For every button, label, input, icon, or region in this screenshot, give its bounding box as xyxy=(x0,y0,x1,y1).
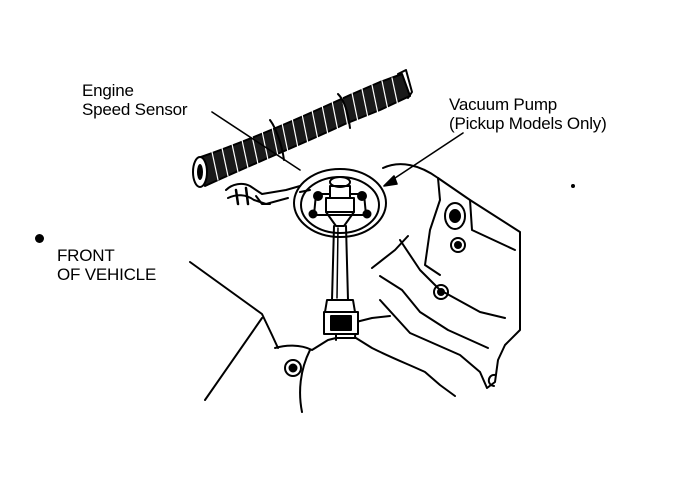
sensor-wiring xyxy=(225,182,301,206)
vacuum-pump-label-line-2: (Pickup Models Only) xyxy=(449,114,607,133)
vacuum-pump-label: Vacuum Pump (Pickup Models Only) xyxy=(449,95,607,133)
front-direction-marker xyxy=(35,234,44,243)
engine-speed-sensor-label-line-2: Speed Sensor xyxy=(82,100,188,119)
front-of-vehicle-label-line-2: OF VEHICLE xyxy=(57,265,157,284)
engine-speed-sensor-leader xyxy=(211,111,301,171)
engine-block-outline xyxy=(371,163,521,389)
vacuum-pump-leader xyxy=(391,132,464,181)
vacuum-pump-label-line-1: Vacuum Pump xyxy=(449,95,558,114)
engine-lower-contour xyxy=(189,261,456,413)
engine-speed-sensor-label: Engine Speed Sensor xyxy=(82,81,188,119)
housing-bolts xyxy=(284,202,466,377)
stray-dot xyxy=(571,184,575,188)
engine-speed-sensor-body xyxy=(192,69,413,188)
front-of-vehicle-label-line-1: FRONT xyxy=(57,246,115,265)
front-of-vehicle-label: FRONT OF VEHICLE xyxy=(57,246,156,284)
pump-shaft xyxy=(323,225,359,335)
leader-lines xyxy=(211,111,464,187)
vacuum-pump-assembly xyxy=(293,168,387,238)
engine-speed-sensor-label-line-1: Engine xyxy=(82,81,134,100)
